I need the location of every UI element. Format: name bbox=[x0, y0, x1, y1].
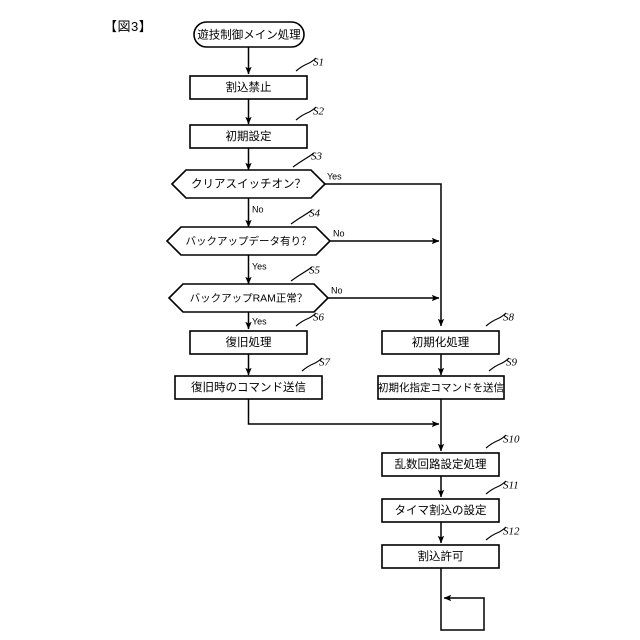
leader-s10 bbox=[485, 434, 507, 449]
leader-s3 bbox=[292, 152, 315, 168]
leader-s4 bbox=[290, 209, 313, 225]
node-s7: 復旧時のコマンド送信 bbox=[174, 375, 323, 400]
figure-number-label: 【図3】 bbox=[104, 19, 153, 34]
node-s7-label: 復旧時のコマンド送信 bbox=[191, 380, 306, 394]
step-label-s10: S10 bbox=[503, 434, 520, 446]
node-s1-label: 割込禁止 bbox=[226, 80, 272, 94]
leader-s8 bbox=[485, 312, 507, 327]
node-s1: 割込禁止 bbox=[189, 75, 308, 100]
edge-s12-loop-back bbox=[440, 568, 485, 631]
node-s3: クリアスイッチオン？ bbox=[170, 169, 327, 199]
node-s11: タイマ割込の設定 bbox=[381, 498, 500, 523]
edge-s3-yes-to-rail bbox=[325, 183, 445, 327]
node-s5: バックアップRAM正常？ bbox=[167, 283, 330, 313]
node-s4-label: バックアップデータ有り？ bbox=[186, 234, 312, 247]
step-label-s7: S7 bbox=[319, 357, 331, 369]
node-s5-label: バックアップRAM正常？ bbox=[190, 291, 308, 304]
node-s9-label: 初期化指定コマンドを送信 bbox=[378, 381, 504, 394]
step-label-s5: S5 bbox=[309, 265, 321, 277]
step-label-s9: S9 bbox=[506, 357, 518, 369]
leader-s9 bbox=[488, 357, 510, 372]
step-label-s12: S12 bbox=[503, 526, 520, 538]
node-s6: 復旧処理 bbox=[189, 330, 308, 355]
node-s12: 割込許可 bbox=[381, 544, 500, 569]
leader-s1 bbox=[295, 57, 317, 72]
node-s11-label: タイマ割込の設定 bbox=[395, 503, 487, 517]
edge-label-s4-no: No bbox=[333, 228, 345, 238]
edge-label-s5-yes: Yes bbox=[252, 316, 267, 326]
node-s8: 初期化処理 bbox=[381, 330, 500, 355]
step-label-s4: S4 bbox=[309, 208, 321, 220]
node-s9: 初期化指定コマンドを送信 bbox=[377, 375, 505, 400]
node-s10-label: 乱数回路設定処理 bbox=[395, 457, 487, 471]
leader-s12 bbox=[485, 526, 507, 541]
leader-s7 bbox=[301, 357, 323, 372]
edge-label-s3-yes: Yes bbox=[327, 171, 342, 181]
edge-label-s5-no: No bbox=[331, 285, 343, 295]
leader-s2 bbox=[295, 106, 317, 121]
node-s12-label: 割込許可 bbox=[418, 549, 464, 563]
step-label-s11: S11 bbox=[503, 480, 519, 492]
node-s2: 初期設定 bbox=[189, 124, 308, 149]
step-label-s8: S8 bbox=[503, 312, 515, 324]
step-label-s1: S1 bbox=[313, 57, 324, 69]
node-start-label: 遊技制御メイン処理 bbox=[197, 28, 301, 42]
node-s8-label: 初期化処理 bbox=[412, 335, 470, 349]
step-label-s6: S6 bbox=[313, 312, 325, 324]
edge-label-s3-no: No bbox=[252, 204, 264, 214]
step-label-s2: S2 bbox=[313, 106, 325, 118]
edge-s7-to-rail bbox=[247, 399, 440, 428]
leader-s11 bbox=[485, 480, 507, 495]
node-s3-label: クリアスイッチオン？ bbox=[191, 178, 306, 191]
node-s6-label: 復旧処理 bbox=[226, 335, 272, 349]
node-start: 遊技制御メイン処理 bbox=[193, 21, 305, 48]
node-s10: 乱数回路設定処理 bbox=[381, 452, 500, 477]
node-s2-label: 初期設定 bbox=[226, 129, 272, 143]
leader-s6 bbox=[295, 312, 317, 327]
edge-label-s4-yes: Yes bbox=[252, 261, 267, 271]
step-label-s3: S3 bbox=[311, 151, 323, 163]
leader-s5 bbox=[290, 266, 313, 282]
node-s4: バックアップデータ有り？ bbox=[165, 226, 332, 256]
